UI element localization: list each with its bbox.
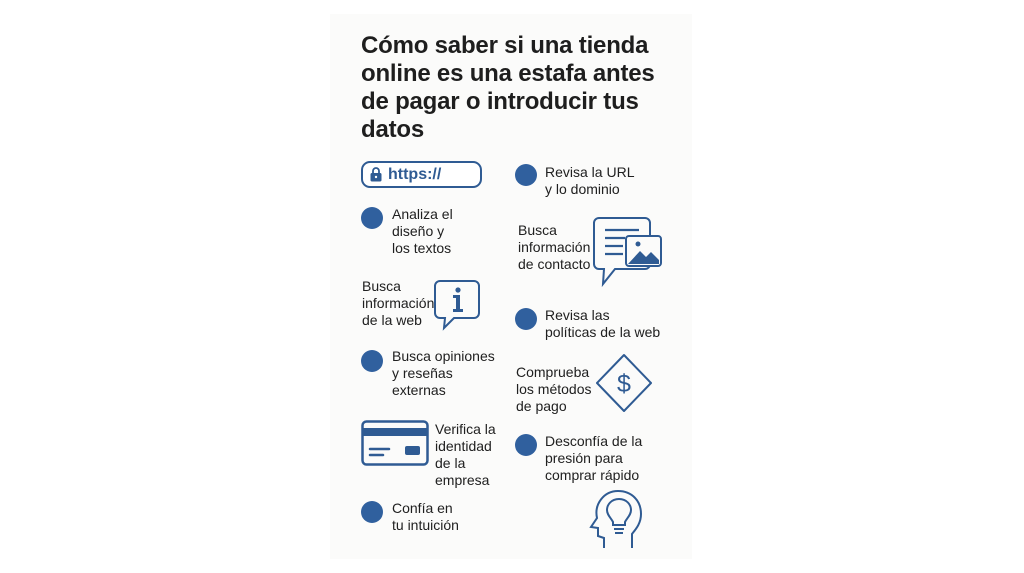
infographic-title: Cómo saber si una tienda online es una e… — [361, 32, 655, 143]
tip-check-policies: Revisa las políticas de la web — [545, 307, 661, 340]
bullet-dot — [361, 207, 383, 229]
lock-icon — [370, 167, 382, 182]
svg-text:$: $ — [617, 370, 631, 398]
tip-external-reviews: Busca opiniones y reseñas externas — [392, 348, 495, 398]
bullet-dot — [361, 350, 383, 372]
dollar-diamond-icon: $ — [596, 354, 652, 412]
tip-analyze-design: Analiza el diseño y los textos — [392, 206, 453, 256]
bullet-dot — [515, 164, 537, 186]
tip-search-web-info: Busca información de la web — [362, 278, 435, 328]
tip-verify-company: Verifica la identidad de la empresa — [435, 421, 496, 488]
bullet-dot — [361, 501, 383, 523]
tip-check-url: Revisa la URL y lo dominio — [545, 164, 635, 197]
document-image-chat-icon — [593, 217, 662, 288]
head-lightbulb-icon — [589, 489, 643, 548]
tip-payment-methods: Comprueba los métodos de pago — [516, 364, 592, 414]
bullet-dot — [515, 308, 537, 330]
tip-distrust-pressure: Desconfía de la presión para comprar ráp… — [545, 433, 643, 483]
tip-trust-intuition: Confía en tu intuición — [392, 500, 459, 533]
url-text: https:// — [388, 165, 442, 183]
info-bubble-icon — [434, 280, 480, 331]
bullet-dot — [515, 434, 537, 456]
infographic-card — [330, 14, 692, 559]
tip-contact-info: Busca información de contacto — [518, 222, 591, 272]
credit-card-icon — [361, 420, 429, 466]
url-box: https:// — [361, 161, 482, 188]
